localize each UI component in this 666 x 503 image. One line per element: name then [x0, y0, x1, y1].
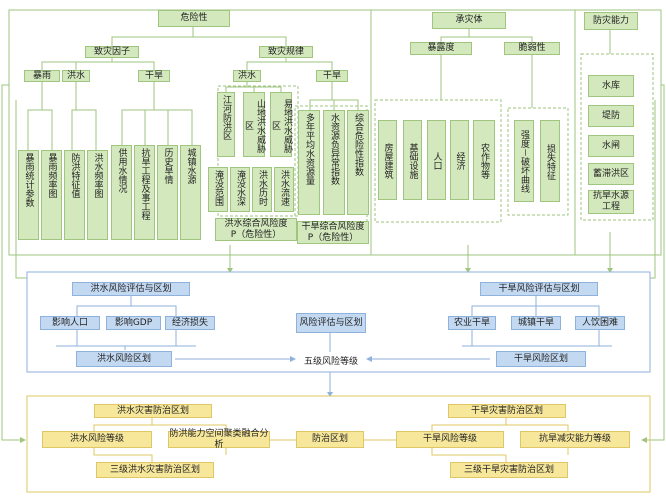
inundation-range: 淹没范围	[208, 167, 228, 212]
detention-zone-node: 蓄滞洪区	[588, 163, 634, 185]
flood-capacity-analysis: 防洪能力空间聚类融合分析	[168, 428, 270, 450]
rainstorm-stats: 暴雨统计参数	[18, 150, 39, 240]
exposure-node: 暴露度	[410, 42, 472, 55]
hazard-title: 危险性	[158, 10, 230, 27]
pattern-flood: 洪水	[233, 70, 261, 82]
drought-capacity-level: 抗旱减灾能力等级	[520, 431, 630, 448]
risk-assessment-zoning: 风险评估与区划	[296, 313, 366, 333]
drought-prevention-zoning: 干旱灾害防治区划	[448, 404, 566, 418]
three-level-flood-zoning: 三级洪水灾害防治区划	[96, 462, 214, 478]
drought-risk-zoning: 干旱风险区划	[496, 351, 586, 367]
prevention-zoning: 防治区划	[296, 431, 364, 448]
reservoir-node: 水库	[588, 75, 634, 97]
historical-drought-text: 历史旱情	[162, 148, 173, 184]
water-anomaly-index-text: 水资源负异常指数	[329, 113, 339, 185]
city-water-source-text: 城镇水源	[185, 148, 196, 184]
population-node: 人口	[427, 120, 446, 200]
drought-hazard-index-text: 综合危险性指数	[353, 113, 363, 176]
historical-drought: 历史旱情	[157, 145, 178, 240]
avg-water-resource-text: 多年平均水资源量	[304, 113, 314, 185]
flood-feature: 防洪特征值	[64, 150, 85, 240]
city-water-source: 城镇水源	[180, 145, 201, 240]
carrier-title: 承灾体	[432, 12, 506, 29]
loss-feature-node-text: 损失特征	[545, 144, 555, 180]
rainstorm-freq-map: 暴雨频率图	[41, 150, 62, 240]
flood-freq-map: 洪水频率图	[87, 150, 108, 240]
flood-node: 洪水	[62, 70, 90, 82]
disaster-pattern: 致灾规律	[259, 46, 313, 58]
plain-flood-zone: 易地洪水威胁区	[270, 92, 292, 157]
flood-prevention-zoning: 洪水灾害防治区划	[94, 404, 212, 418]
drought-engineering: 抗旱工程及事工程	[134, 145, 155, 240]
rainstorm-stats-text: 暴雨统计参数	[23, 153, 34, 207]
dike-node: 堤防	[588, 105, 634, 127]
water-anomaly-index: 水资源负异常指数	[323, 110, 345, 215]
rainstorm-freq-map-text: 暴雨频率图	[46, 153, 57, 198]
loss-feature-node: 损失特征	[540, 120, 560, 202]
drought-engineering-text: 抗旱工程及事工程	[139, 148, 150, 220]
economic-loss: 经济损失	[165, 316, 215, 330]
water-supply: 供用水情况	[111, 145, 132, 240]
flood-velocity: 洪水流速	[274, 167, 294, 212]
rainstorm-node: 暴雨	[24, 70, 60, 82]
damage-curve-node-text: 强度－破坏曲线	[519, 130, 529, 194]
drought-composite-risk: 干旱综合风险度 P（危险性）	[297, 221, 369, 244]
flood-risk-level: 洪水风险等级	[42, 431, 152, 448]
three-level-drought-zoning: 三级干旱灾害防治区划	[450, 462, 568, 478]
plain-flood-zone-text: 易地洪水威胁区	[270, 98, 292, 153]
drought-assessment: 干旱风险评估与区划	[480, 282, 598, 296]
capacity-title: 防灾能力	[584, 12, 638, 30]
river-flood-zone: 江河防洪区	[217, 92, 235, 157]
drinking-difficulty: 人饮困难	[575, 316, 625, 330]
drought-source-node: 抗旱水源工程	[588, 190, 634, 214]
flood-risk-zoning: 洪水风险区划	[76, 351, 172, 367]
economy-node-text: 经济	[454, 152, 465, 170]
agricultural-drought: 农业干旱	[448, 316, 496, 330]
crops-node-text: 农作物等	[479, 143, 489, 179]
flood-freq-map-text: 洪水频率图	[92, 153, 103, 198]
inundation-depth-text: 淹没水深	[235, 170, 245, 206]
drought-risk-level: 干旱风险等级	[396, 431, 504, 448]
affected-gdp: 影响GDP	[106, 316, 161, 330]
infrastructure-node: 基础设施	[403, 120, 422, 200]
houses-node: 房屋建筑	[378, 120, 397, 200]
infrastructure-node-text: 基础设施	[407, 143, 418, 179]
vulnerability-node: 脆弱性	[504, 42, 560, 55]
river-flood-zone-text: 江河防洪区	[221, 95, 231, 140]
houses-node-text: 房屋建筑	[382, 143, 393, 179]
avg-water-resource: 多年平均水资源量	[298, 110, 320, 215]
flood-composite-risk: 洪水综合风险度 P（危险性）	[215, 218, 297, 241]
inundation-depth: 淹没水深	[230, 167, 250, 212]
five-risk-levels: 五级风险等级	[303, 357, 358, 367]
affected-population: 影响人口	[40, 316, 100, 330]
flood-assessment: 洪水风险评估与区划	[72, 282, 190, 296]
damage-curve-node: 强度－破坏曲线	[514, 120, 534, 202]
population-node-text: 人口	[431, 152, 442, 170]
mountain-flood-zone-text: 山地洪水威胁区	[243, 98, 265, 153]
flood-velocity-text: 洪水流速	[279, 170, 289, 206]
flood-duration: 洪水历时	[252, 167, 272, 212]
sluice-node: 水闸	[588, 135, 634, 157]
inundation-range-text: 淹没范围	[213, 170, 223, 206]
crops-node: 农作物等	[473, 120, 495, 200]
urban-drought: 城镇干旱	[511, 316, 561, 330]
mountain-flood-zone: 山地洪水威胁区	[243, 92, 265, 157]
drought-hazard-index: 综合危险性指数	[347, 110, 369, 215]
flood-feature-text: 防洪特征值	[69, 153, 80, 198]
drought-node: 干旱	[138, 70, 170, 82]
disaster-factors: 致灾因子	[85, 46, 139, 58]
water-supply-text: 供用水情况	[116, 148, 127, 193]
pattern-drought: 干旱	[316, 70, 348, 82]
flood-duration-text: 洪水历时	[257, 170, 267, 206]
economy-node: 经济	[450, 120, 469, 200]
